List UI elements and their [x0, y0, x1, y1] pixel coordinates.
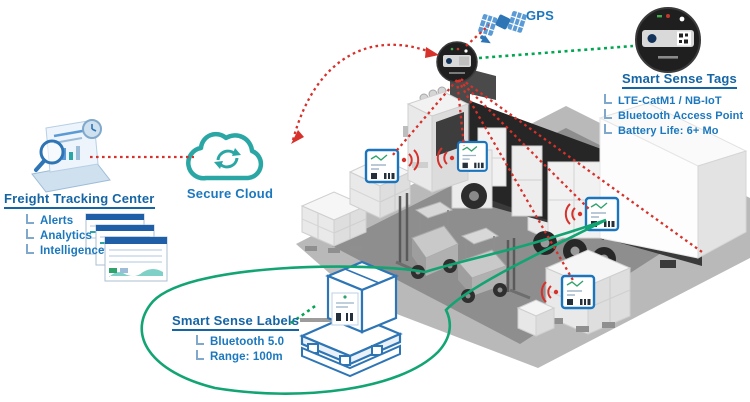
smart-sense-tags-callout: Smart Sense Tags LTE-CatM1 / NB-IoT Blue…: [596, 70, 748, 137]
gps-label: GPS: [526, 8, 555, 23]
red-arrowheads: [291, 47, 439, 144]
list-item: Intelligence: [26, 244, 184, 257]
list-item: LTE-CatM1 / NB-IoT: [604, 94, 748, 107]
green-lasso-link: [140, 218, 607, 395]
l-bullet-icon: [196, 350, 204, 360]
l-bullet-icon: [26, 229, 34, 239]
list-item: Bluetooth Access Point: [604, 109, 748, 122]
gps-satellite-icon: [478, 11, 527, 44]
list-item: Range: 100m: [196, 350, 372, 363]
list-item: Alerts: [26, 214, 184, 227]
gateway-device-icon: [436, 41, 478, 83]
secure-cloud-icon: [186, 131, 264, 181]
list-item: Bluetooth 5.0: [196, 335, 372, 348]
forklift-icon-2: [457, 227, 531, 303]
dashboard-windows-icon: [85, 213, 168, 282]
smart-sense-labels-title: Smart Sense Labels: [172, 313, 300, 331]
smart-sense-labels-callout: Smart Sense Labels Bluetooth 5.0 Range: …: [172, 312, 372, 363]
l-bullet-icon: [604, 109, 612, 119]
laptop-analytics-icon: [31, 119, 111, 193]
secure-cloud-label: Secure Cloud: [186, 186, 274, 201]
list-item: Battery Life: 6+ Mo: [604, 124, 748, 137]
trailer-body: [598, 102, 748, 268]
small-box: [516, 299, 556, 337]
l-bullet-icon: [604, 94, 612, 104]
smart-sense-tags-title: Smart Sense Tags: [622, 71, 737, 89]
l-bullet-icon: [26, 214, 34, 224]
freight-tracking-center-title: Freight Tracking Center: [4, 191, 155, 209]
l-bullet-icon: [604, 124, 612, 134]
smart-sense-tag-device-icon: [635, 7, 701, 73]
l-bullet-icon: [196, 335, 204, 345]
freight-tracking-center-callout: Freight Tracking Center Alerts Analytics…: [4, 190, 184, 257]
red-dotted-links: [90, 24, 703, 283]
green-dotted-links: [290, 44, 634, 325]
box-stack-left: [300, 191, 368, 322]
l-bullet-icon: [26, 244, 34, 254]
list-item: Analytics: [26, 229, 184, 242]
